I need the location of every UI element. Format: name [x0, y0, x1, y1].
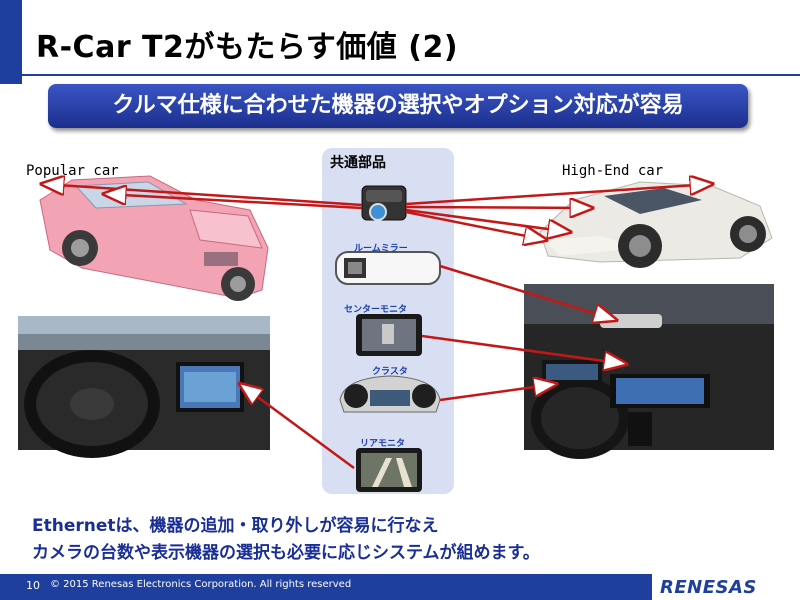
high-end-car-image: [539, 181, 773, 268]
page-number: 10: [26, 579, 40, 592]
description-line-1: Ethernetは、機器の追加・取り外しが容易に行なえ: [32, 516, 439, 536]
cluster-icon: [339, 375, 441, 413]
popular-car-image: [39, 175, 269, 301]
page-title: R-Car T2がもたらす価値 (2): [36, 30, 459, 65]
copyright-text: © 2015 Renesas Electronics Corporation. …: [50, 579, 352, 590]
headline-text: クルマ仕様に合わせた機器の選択やオプション対応が容易: [112, 93, 684, 118]
headline-banner: クルマ仕様に合わせた機器の選択やオプション対応が容易: [48, 84, 748, 128]
rear-monitor-label: リアモニタ: [360, 439, 406, 449]
common-parts-label: 共通部品: [330, 155, 386, 171]
logo-background: [652, 574, 800, 600]
room-mirror-label: ルームミラー: [354, 244, 408, 254]
popular-car-interior-photo: [18, 316, 270, 458]
left-accent-bar: [0, 0, 22, 84]
high-end-car-interior-photo: [524, 284, 774, 459]
camera-icon: [361, 185, 407, 221]
rear-monitor-icon: [356, 448, 422, 492]
title-divider: [22, 74, 800, 76]
high-end-car-label: High-End car: [562, 163, 664, 179]
center-monitor-icon: [356, 314, 422, 356]
connection-arrows: [42, 184, 712, 470]
cluster-label: クラスタ: [372, 367, 408, 377]
description-line-2: カメラの台数や表示機器の選択も必要に応じシステムが組めます。: [32, 543, 540, 563]
renesas-logo: RENESAS: [660, 577, 757, 598]
room-mirror-icon: [335, 251, 441, 285]
center-monitor-label: センターモニタ: [344, 305, 408, 315]
